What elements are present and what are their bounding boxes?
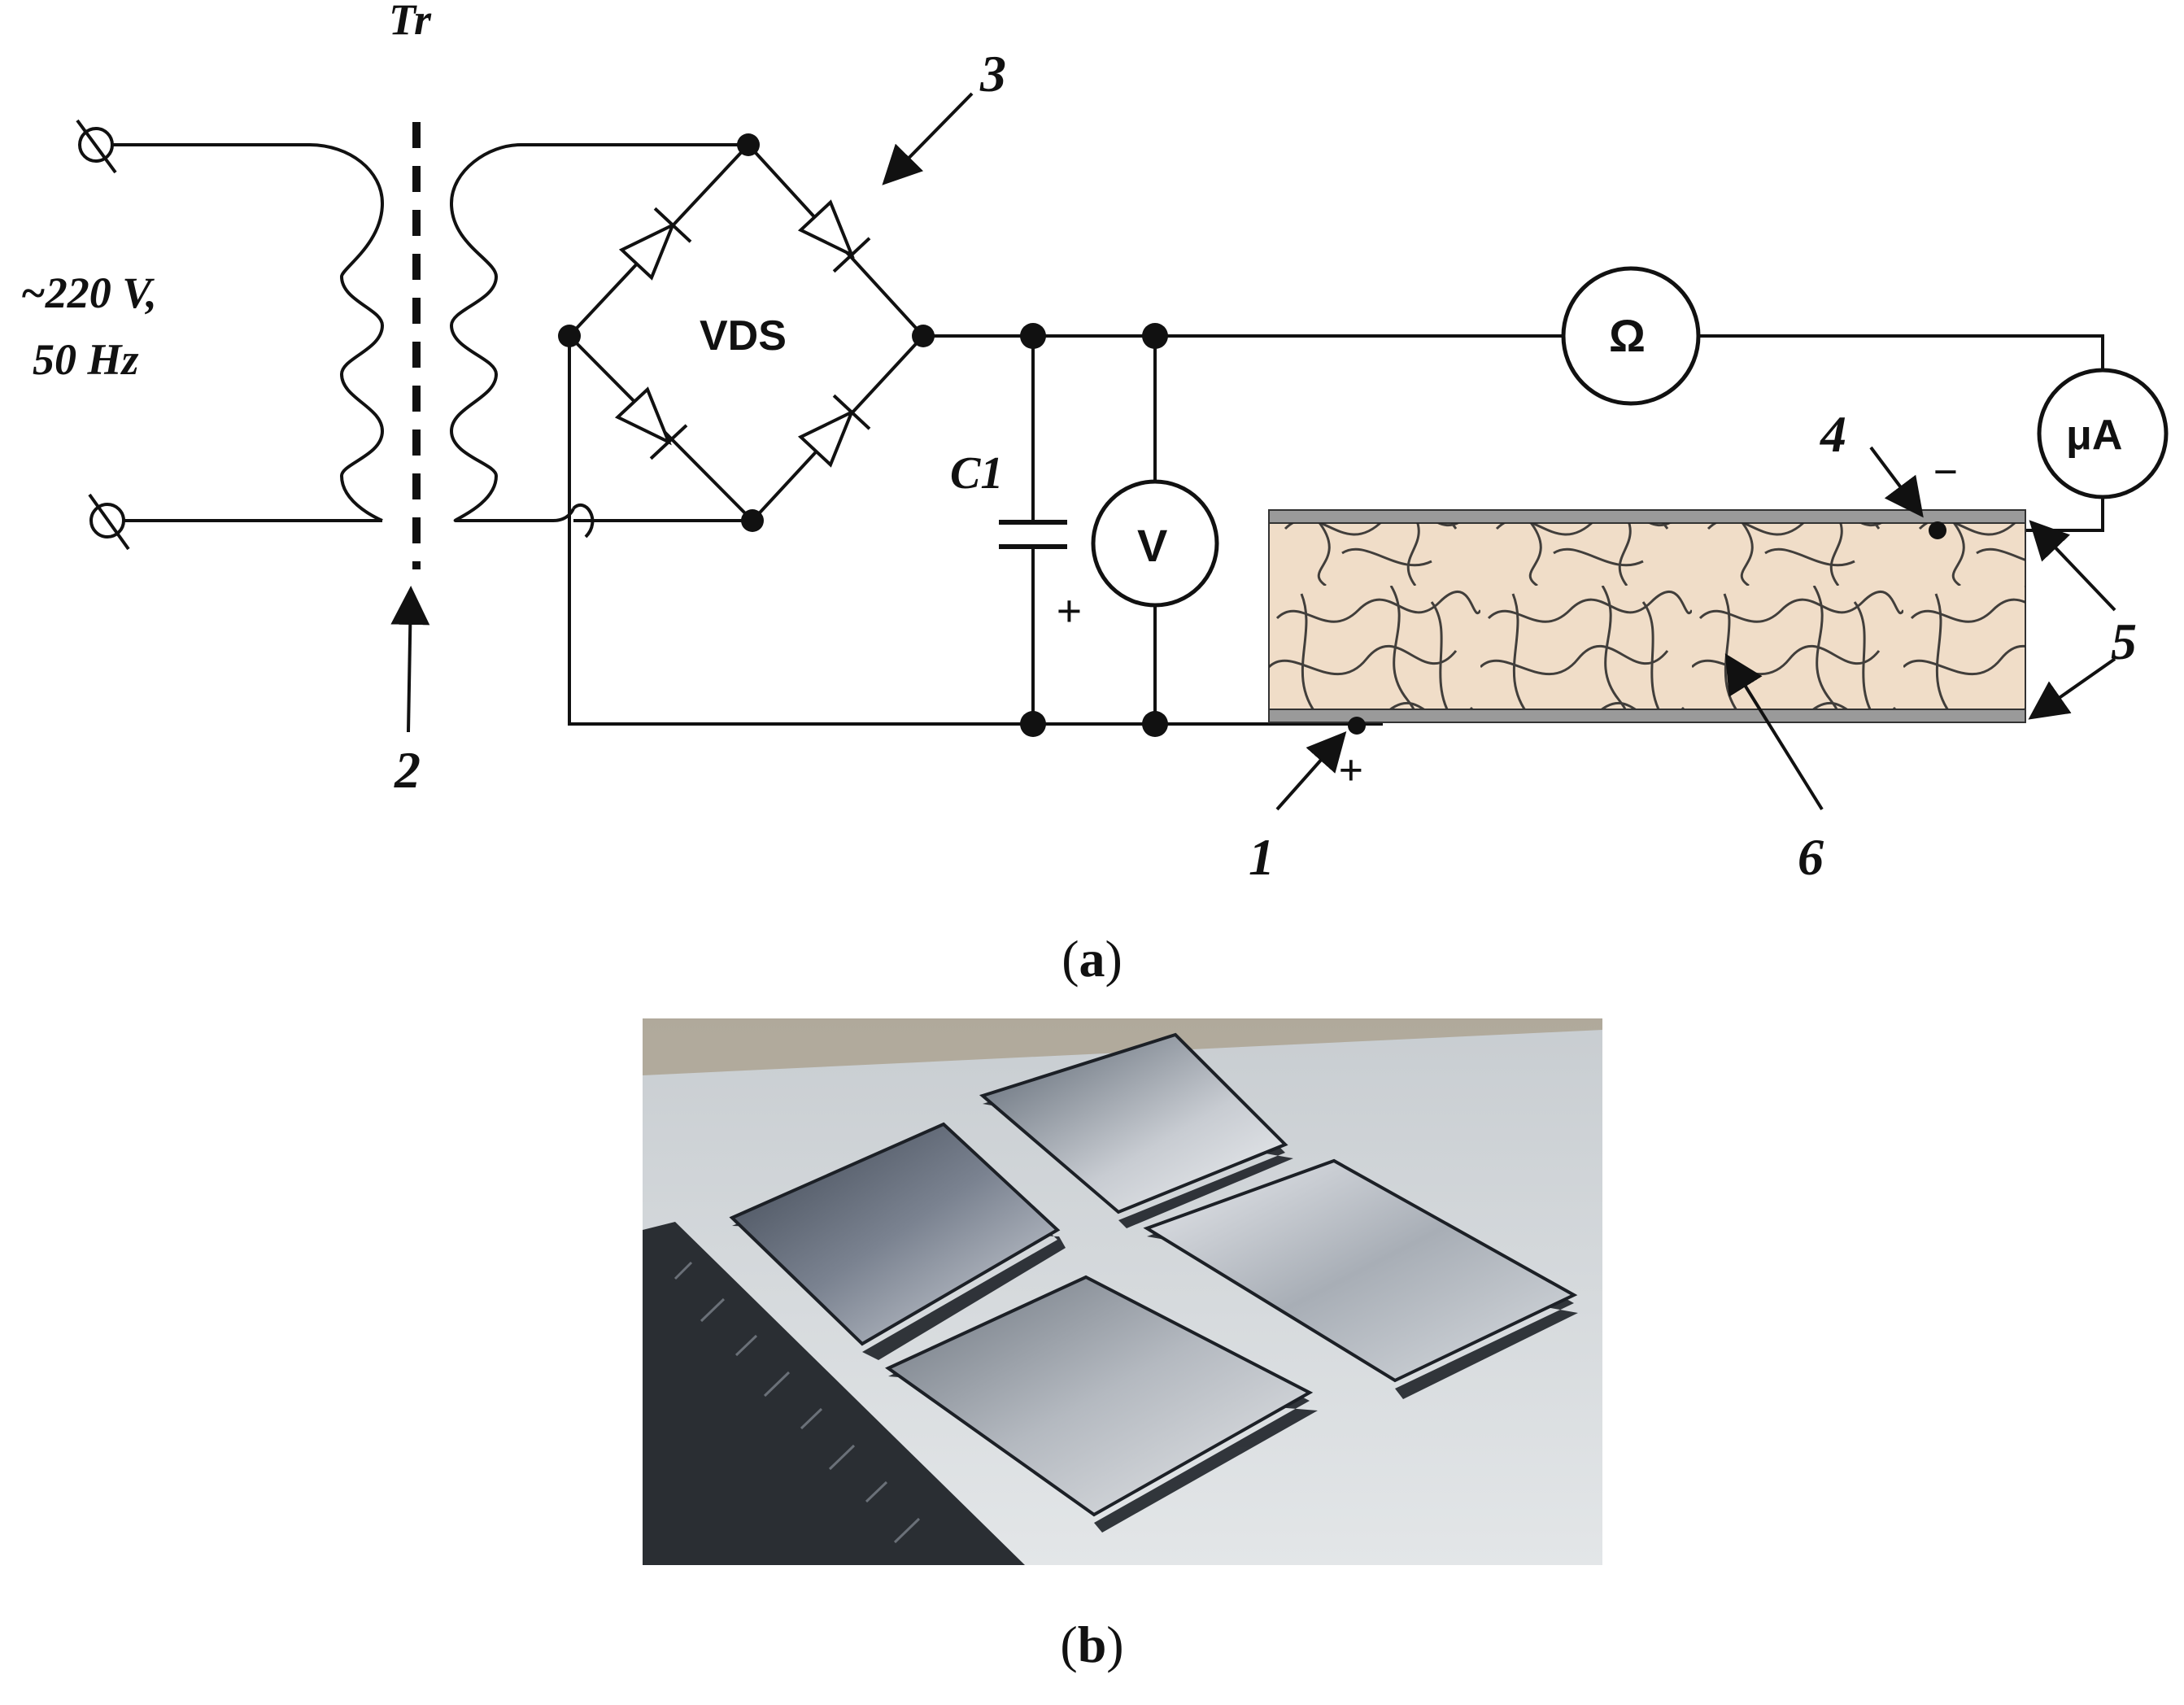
callout-3: 3 bbox=[979, 45, 1006, 102]
callout-1-arrow bbox=[1275, 731, 1347, 811]
table-edge bbox=[643, 1018, 1602, 1075]
callout-4: 4 bbox=[1820, 405, 1846, 463]
callout-5-arrow-top bbox=[2029, 520, 2116, 612]
junction-dots bbox=[1020, 323, 1168, 737]
top-electrode bbox=[1268, 509, 2026, 524]
caption-a-close: ) bbox=[1105, 930, 1123, 988]
sample-photo bbox=[643, 1018, 1602, 1565]
ohmmeter-label: Ω bbox=[1609, 310, 1646, 361]
bottom-electrode bbox=[1268, 709, 2026, 723]
callout-5-arrow-bottom bbox=[2028, 657, 2116, 720]
microammeter bbox=[2037, 368, 2169, 499]
voltmeter-label: V bbox=[1137, 520, 1167, 571]
caption-b-close: ) bbox=[1106, 1616, 1124, 1673]
circuit-diagram: ~220 V, 50 Hz Tr VDS 3 bbox=[20, 0, 2169, 886]
callout-3-arrow bbox=[882, 92, 974, 185]
capacitor-plus: + bbox=[1056, 587, 1082, 637]
bottom-contact-dot bbox=[1348, 717, 1366, 735]
callout-6: 6 bbox=[1798, 828, 1824, 886]
callout-2: 2 bbox=[394, 741, 421, 799]
caption-b: (b) bbox=[0, 1615, 2184, 1675]
input-terminal-top bbox=[76, 119, 117, 174]
transformer-label: Tr bbox=[389, 0, 432, 44]
meter-wire bbox=[1698, 334, 2104, 370]
caption-a: (a) bbox=[0, 929, 2184, 989]
callout-6-arrow bbox=[1724, 653, 1824, 811]
callout-1: 1 bbox=[1249, 828, 1275, 886]
callout-5: 5 bbox=[2111, 613, 2137, 670]
callout-4-arrow bbox=[1869, 446, 1924, 518]
plate-top-left bbox=[729, 1122, 1061, 1346]
caption-b-open: ( bbox=[1060, 1616, 1078, 1673]
microammeter-label: μA bbox=[2066, 412, 2122, 459]
caption-a-letter: a bbox=[1079, 930, 1105, 988]
ruler bbox=[643, 1222, 1025, 1565]
diode-bridge bbox=[568, 143, 925, 522]
negative-rail bbox=[568, 336, 1383, 726]
plate-top-right bbox=[979, 1032, 1288, 1214]
plate-bottom-right bbox=[1143, 1158, 1578, 1383]
mains-frequency-label: 50 Hz bbox=[33, 335, 139, 384]
top-contact-dot bbox=[1929, 521, 1946, 539]
mains-voltage-label: ~220 V, bbox=[20, 268, 157, 317]
composite-fibres bbox=[1269, 523, 2025, 709]
caption-a-open: ( bbox=[1061, 930, 1079, 988]
callout-2-arrow bbox=[390, 586, 430, 733]
microammeter-return bbox=[2025, 496, 2104, 532]
sample-assembly bbox=[1268, 509, 2026, 723]
primary-winding bbox=[112, 143, 385, 522]
plus-sign: + bbox=[1338, 746, 1363, 795]
minus-sign: − bbox=[1932, 447, 1959, 496]
ohmmeter bbox=[1561, 266, 1701, 406]
caption-b-letter: b bbox=[1077, 1616, 1107, 1673]
bridge-label: VDS bbox=[700, 312, 787, 360]
capacitor-label: C1 bbox=[950, 448, 1003, 499]
voltmeter bbox=[1091, 336, 1219, 724]
capacitor-c1 bbox=[999, 336, 1067, 724]
plate-bottom-left bbox=[885, 1275, 1314, 1517]
